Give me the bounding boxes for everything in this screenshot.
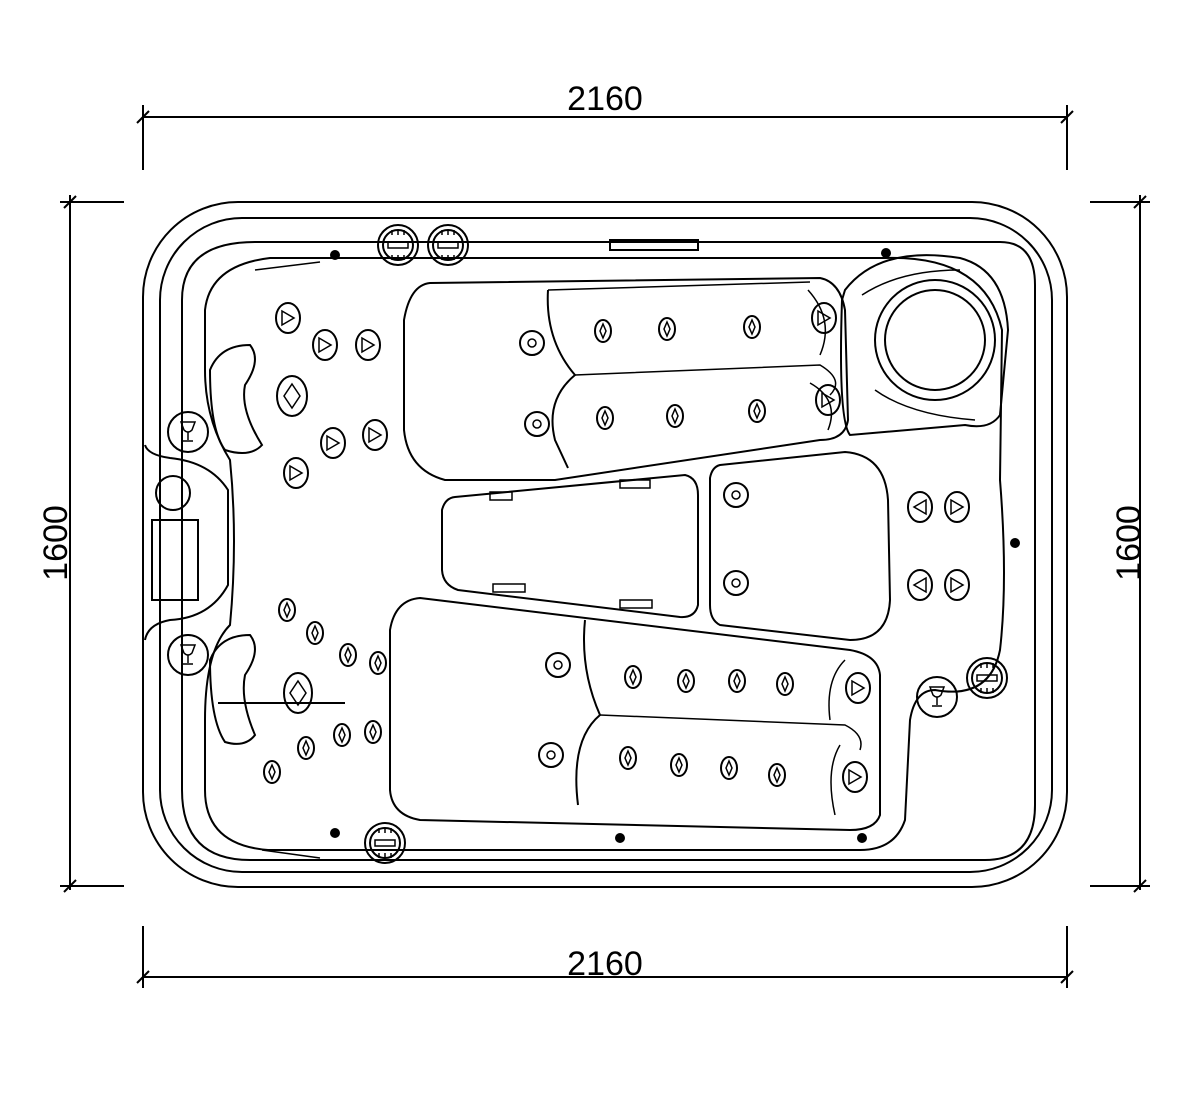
- jet-icon: [538, 742, 564, 768]
- center-step: [441, 473, 699, 619]
- jet-icon: [545, 652, 571, 678]
- pillow-bottom-left: [208, 633, 345, 745]
- jet-icon: [776, 672, 794, 696]
- jet-icon: [312, 329, 338, 361]
- jets-lounger-top: [519, 302, 841, 437]
- jet-icon: [524, 411, 550, 437]
- jet-icon: [275, 302, 301, 334]
- jet-icon: [944, 491, 970, 523]
- jet-icon: [907, 569, 933, 601]
- jet-icon: [658, 317, 676, 341]
- jet-icon: [743, 315, 761, 339]
- jet-icon: [364, 720, 382, 744]
- spa-shell: [142, 201, 1068, 888]
- skimmer-icon: [609, 239, 699, 251]
- valve-bottom-icon[interactable]: [364, 822, 406, 864]
- corner-seat: [840, 254, 1010, 437]
- jet-icon: [670, 753, 688, 777]
- jet-icon: [355, 329, 381, 361]
- jets-lounger-bottom: [538, 652, 871, 793]
- jet-icon: [519, 330, 545, 356]
- jet-icon: [320, 427, 346, 459]
- control-display: [151, 519, 199, 601]
- jet-icon: [666, 404, 684, 428]
- jet-icon: [768, 763, 786, 787]
- dimension-top: 2160: [136, 80, 1074, 170]
- dimension-right-label: 1600: [1110, 505, 1148, 581]
- seat-right: [709, 450, 892, 642]
- jet-icon: [944, 569, 970, 601]
- jets-left-top: [275, 302, 388, 489]
- whirlpool-outer: [874, 279, 996, 401]
- whirlpool-inner: [884, 289, 986, 391]
- lounger-bottom: [389, 596, 881, 832]
- valve-top-2-icon[interactable]: [427, 224, 469, 266]
- dimension-top-label: 2160: [567, 80, 643, 118]
- jet-icon: [339, 643, 357, 667]
- pillow-top-left: [208, 343, 264, 455]
- jet-icon: [624, 665, 642, 689]
- light-icon: [1010, 538, 1020, 548]
- jet-icon: [748, 399, 766, 423]
- light-icon: [857, 833, 867, 843]
- dimension-left-label: 1600: [37, 505, 75, 581]
- jet-icon: [263, 760, 281, 784]
- jet-icon: [362, 419, 388, 451]
- jet-icon: [333, 723, 351, 747]
- jet-icon: [728, 669, 746, 693]
- control-button-icon[interactable]: [155, 475, 191, 511]
- jet-icon: [845, 672, 871, 704]
- jets-right-seat: [723, 482, 970, 601]
- jet-icon: [842, 761, 868, 793]
- control-panel[interactable]: [144, 444, 229, 641]
- dimension-right: 1600: [1090, 195, 1150, 893]
- jet-icon: [297, 736, 315, 760]
- jet-icon: [907, 491, 933, 523]
- jet-icon: [283, 457, 309, 489]
- jets-left-bottom: [263, 598, 387, 784]
- valve-top-1-icon[interactable]: [377, 224, 419, 266]
- dimension-bottom-label: 2160: [567, 945, 643, 983]
- jet-icon: [369, 651, 387, 675]
- lounger-top: [403, 276, 850, 481]
- cup-holder-3-icon: [916, 676, 958, 718]
- jet-icon: [720, 756, 738, 780]
- jet-icon: [283, 672, 313, 714]
- jet-icon: [723, 482, 749, 508]
- jet-icon: [276, 375, 308, 417]
- lights: [330, 248, 1020, 843]
- jet-icon: [596, 406, 614, 430]
- jet-icon: [306, 621, 324, 645]
- light-icon: [615, 833, 625, 843]
- light-icon: [881, 248, 891, 258]
- dimension-left: 1600: [37, 195, 124, 893]
- dimension-bottom: 2160: [136, 926, 1074, 988]
- jet-icon: [594, 319, 612, 343]
- jet-icon: [278, 598, 296, 622]
- cup-holder-1-icon: [167, 411, 209, 453]
- cup-holder-2-icon: [167, 634, 209, 676]
- jet-icon: [723, 570, 749, 596]
- light-icon: [330, 828, 340, 838]
- jet-icon: [619, 746, 637, 770]
- light-icon: [330, 250, 340, 260]
- jet-icon: [677, 669, 695, 693]
